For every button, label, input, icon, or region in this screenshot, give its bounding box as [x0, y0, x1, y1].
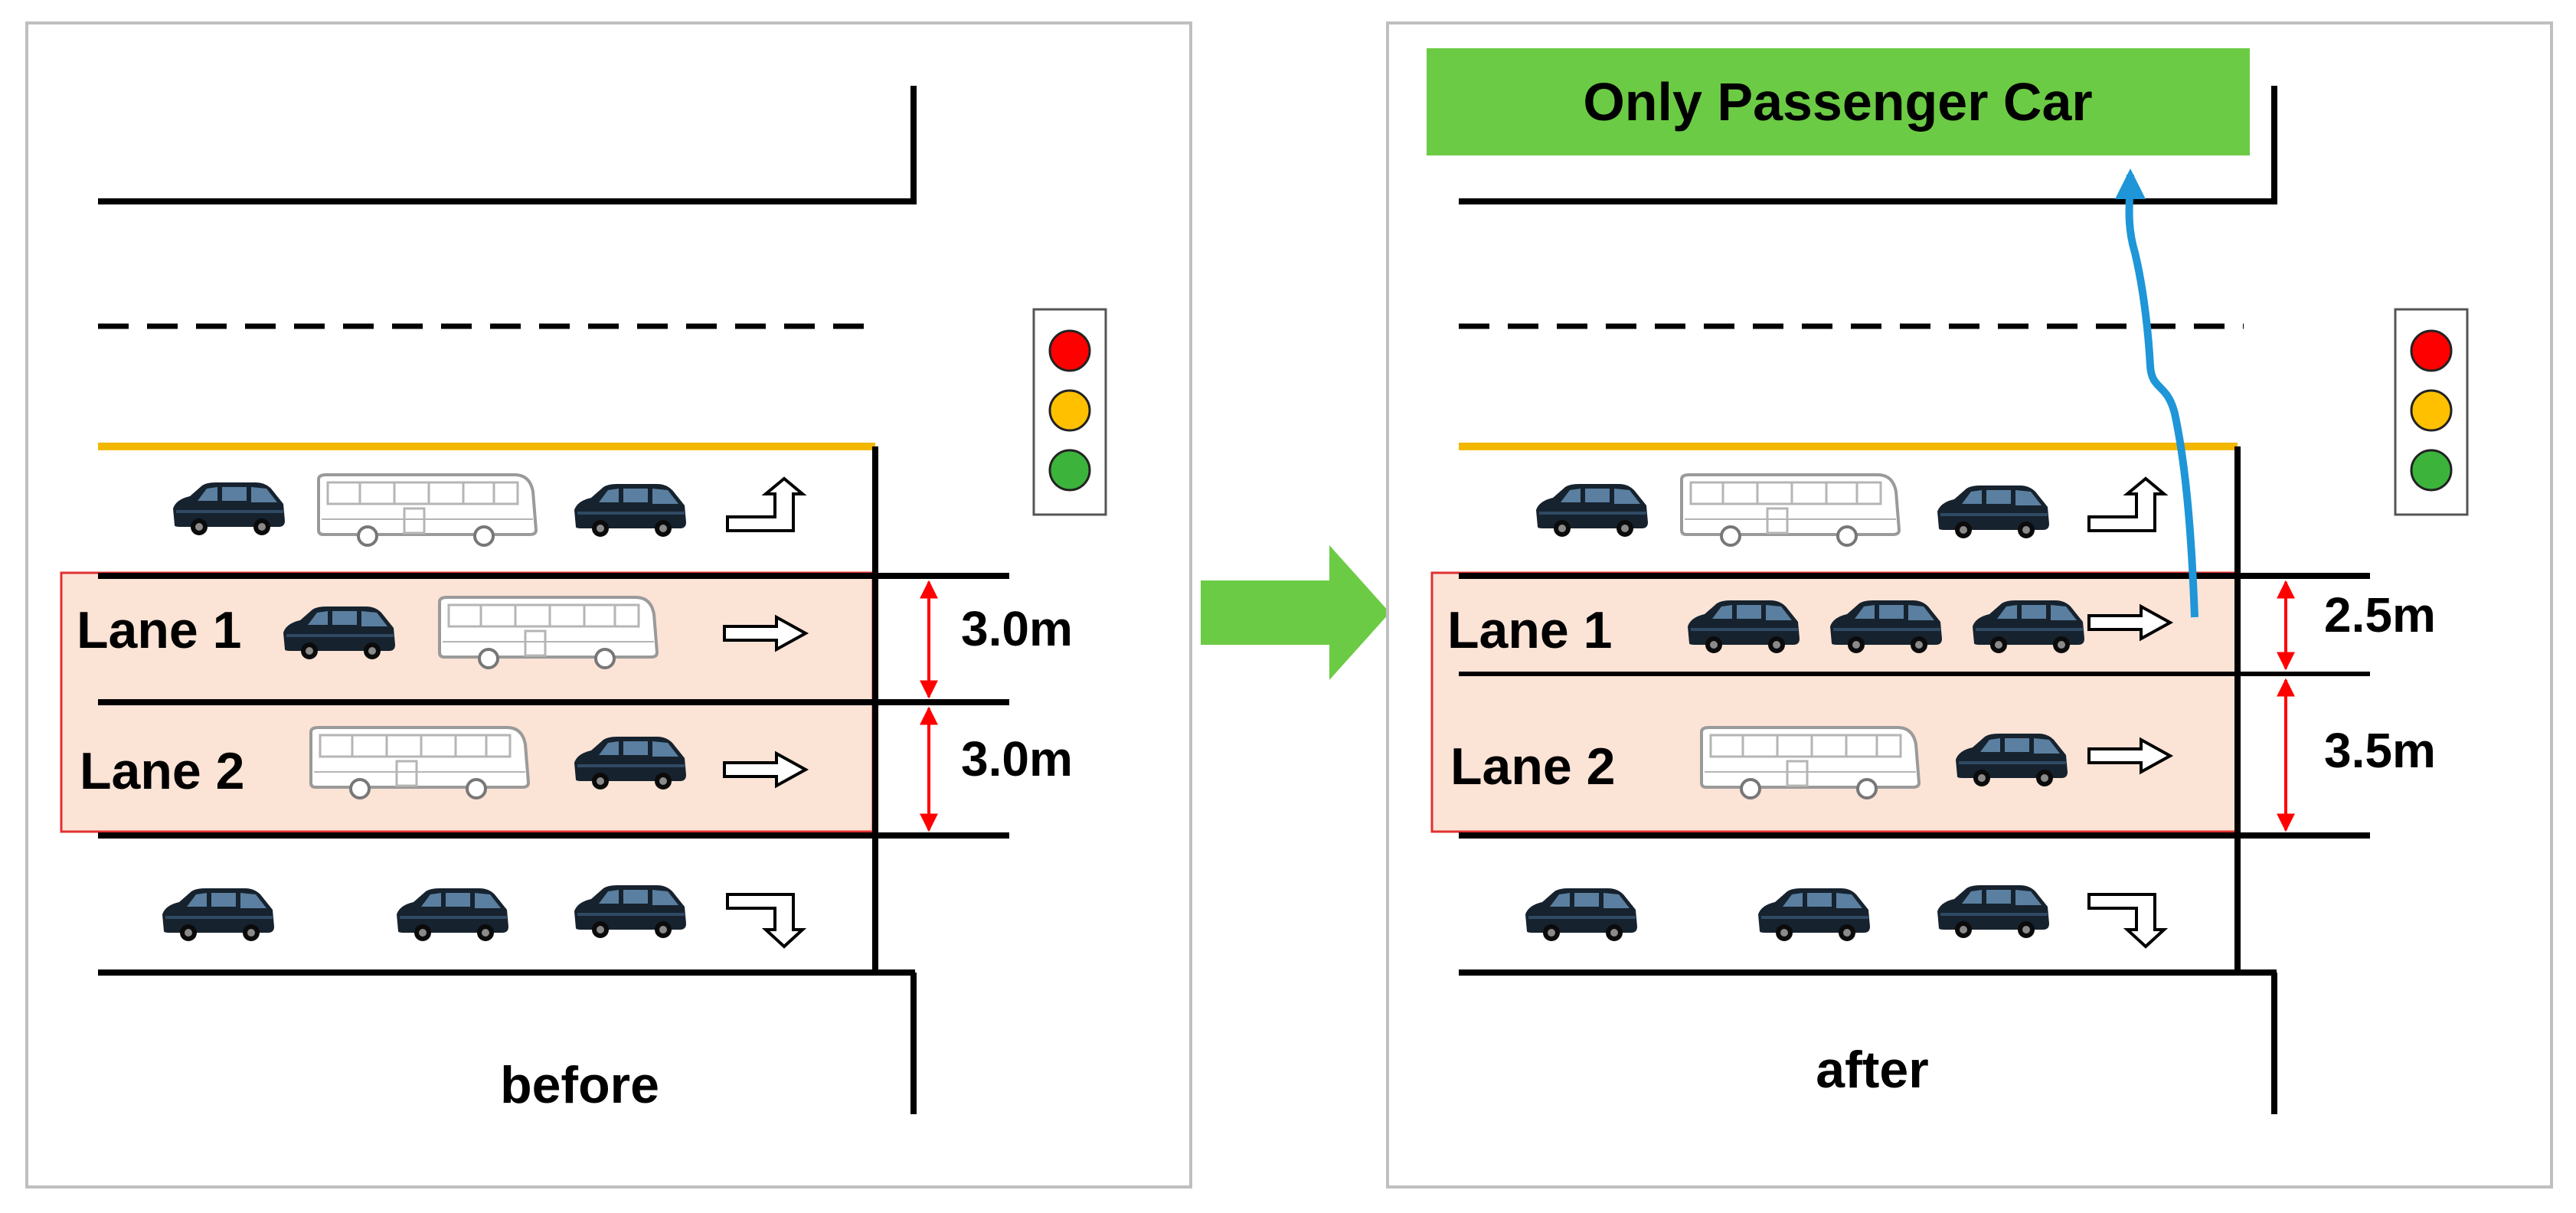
before-lane2-width: 3.0m — [961, 731, 1073, 786]
bus-icon — [309, 726, 530, 799]
bus-icon — [317, 473, 538, 547]
pointer-arrow — [2114, 168, 2198, 618]
before-lane1-label: Lane 1 — [77, 601, 241, 659]
sign-text: Only Passenger Car — [1583, 72, 2092, 132]
traffic-light-icon — [1032, 308, 1107, 516]
bus-icon — [438, 596, 659, 669]
after-lane1-label: Lane 1 — [1447, 601, 1612, 659]
bus-icon — [1700, 726, 1921, 799]
before-lane2-label: Lane 2 — [80, 742, 244, 800]
before-lane1-width: 3.0m — [961, 601, 1073, 656]
traffic-light-icon — [2394, 308, 2469, 516]
passenger-car-sign — [1427, 48, 2250, 155]
transition-arrow-icon — [1201, 545, 1390, 680]
after-lane2-label: Lane 2 — [1450, 737, 1615, 796]
after-panel: Only Passenger Car Lane 1 Lane 2 — [1386, 21, 2553, 1188]
after-lane1-width: 2.5m — [2324, 587, 2436, 642]
before-panel: Lane 1 Lane 2 3.0m 3.0m before — [25, 21, 1192, 1188]
after-caption: after — [1816, 1041, 1928, 1099]
before-caption: before — [500, 1056, 659, 1114]
after-lane2-width: 3.5m — [2324, 723, 2436, 778]
bus-icon — [1680, 473, 1901, 547]
